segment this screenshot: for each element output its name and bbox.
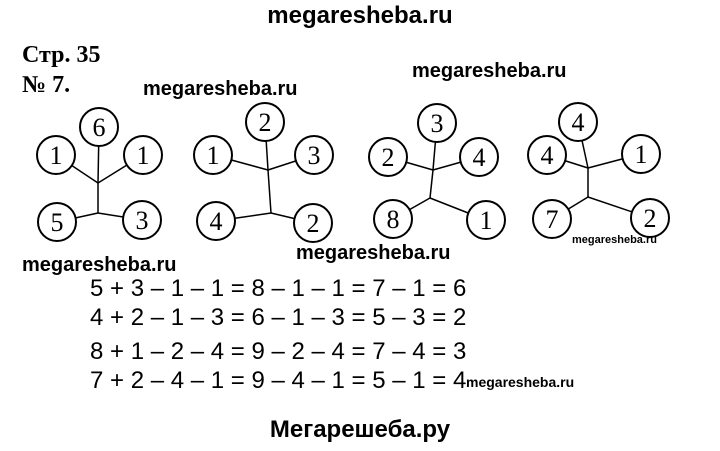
number-circle (621, 134, 661, 174)
circle-number: 8 (387, 205, 400, 234)
circle-number: 2 (307, 209, 320, 238)
number-circle (630, 198, 670, 238)
circle-number: 2 (644, 204, 657, 233)
header-watermark: megaresheba.ru (267, 2, 453, 29)
footer-watermark: Мегарешеба.ру (269, 416, 451, 443)
number-circle (123, 135, 163, 175)
number-circle (373, 199, 413, 239)
number-circle (368, 137, 408, 177)
number-circle (193, 135, 233, 175)
number-circle (36, 135, 76, 175)
circle-number: 3 (136, 206, 149, 235)
circle-number: 7 (546, 205, 559, 234)
number-circle (466, 200, 506, 240)
watermark: megaresheba.ru (572, 234, 657, 246)
equation: 8 + 1 – 2 – 4 = 9 – 2 – 4 = 7 – 4 = 3 (90, 338, 467, 365)
number-circle (558, 102, 598, 142)
watermark: megaresheba.ru (466, 374, 575, 390)
equation: 4 + 2 – 1 – 3 = 6 – 1 – 3 = 5 – 3 = 2 (90, 304, 467, 331)
circle-number: 5 (51, 208, 64, 237)
circle-number: 6 (93, 113, 106, 142)
number-circle (293, 203, 333, 243)
watermark: megaresheba.ru (143, 78, 298, 100)
circle-number: 4 (572, 108, 585, 137)
number-circle (245, 102, 285, 142)
number-circle (294, 135, 334, 175)
equation: 5 + 3 – 1 – 1 = 8 – 1 – 1 = 7 – 1 = 6 (90, 275, 467, 302)
watermark: megaresheba.ru (296, 242, 451, 264)
circle-number: 4 (210, 207, 223, 236)
circle-number: 2 (382, 143, 395, 172)
circle-number: 2 (259, 108, 272, 137)
number-circle (417, 103, 457, 143)
circle-number: 1 (50, 141, 63, 170)
circle-number: 1 (207, 141, 220, 170)
circle-number: 1 (480, 206, 493, 235)
branch-line (267, 169, 272, 214)
circle-number: 1 (137, 141, 150, 170)
number-circle (527, 135, 567, 175)
equation: 7 + 2 – 4 – 1 = 9 – 4 – 1 = 5 – 1 = 4 (90, 367, 467, 394)
number-circle (459, 137, 499, 177)
watermark: megaresheba.ru (22, 254, 177, 276)
circle-number: 4 (541, 141, 554, 170)
number-circle (37, 202, 77, 242)
watermark: megaresheba.ru (412, 60, 567, 82)
number-circle (532, 199, 572, 239)
circle-number: 1 (635, 140, 648, 169)
circle-number: 4 (473, 143, 486, 172)
circle-number: 3 (308, 141, 321, 170)
number-circle (122, 200, 162, 240)
task-label: № 7. (22, 72, 71, 98)
branch-line (429, 169, 434, 199)
page-label: Стр. 35 (22, 42, 101, 68)
number-circle (196, 201, 236, 241)
number-circle (79, 107, 119, 147)
circle-number: 3 (431, 109, 444, 138)
